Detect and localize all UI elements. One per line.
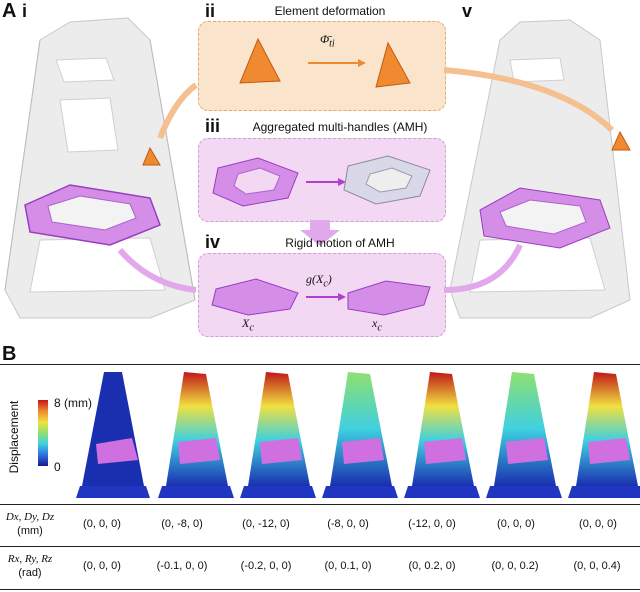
translation-value: (-8, 0, 0) (327, 518, 369, 530)
flow-arrows (117, 67, 615, 293)
element-deformation-box (198, 21, 446, 111)
rigid-motion-title: Rigid motion of AMH (285, 236, 395, 250)
table-rule-top (0, 364, 640, 365)
table-rule-1 (0, 504, 640, 505)
panel-a-i-label: i (22, 1, 28, 21)
g-map-label: g(Xc) (306, 272, 332, 289)
panel-a-iv-label: iv (205, 232, 221, 252)
row-rotation-label: Rx, Ry, Rz (rad) (0, 552, 60, 580)
tower-thumb-7 (568, 372, 640, 498)
tower-thumb-6 (486, 372, 562, 498)
amh-title: Aggregated multi-handles (AMH) (252, 120, 428, 134)
displacement-colorbar (38, 400, 48, 466)
translation-value: (0, 0, 0) (497, 518, 535, 530)
row-translation-symbols: Dx, Dy, Dz (5, 511, 55, 523)
Xc-sub: c (249, 322, 254, 334)
translation-value: (0, 0, 0) (83, 518, 121, 530)
rotation-value: (-0.1, 0, 0) (156, 560, 208, 572)
phi-map-label: Φ̄ti (320, 32, 335, 49)
tower-thumb-4 (322, 372, 398, 498)
phi-subscript: ti (329, 38, 335, 50)
rotation-value: (0, 0.1, 0) (324, 560, 372, 572)
translation-value: (0, -8, 0) (161, 518, 203, 530)
rotation-value: (0, 0, 0.4) (573, 560, 621, 572)
deformed-tower-figure (449, 19, 631, 319)
element-deformation-diagram (239, 37, 411, 88)
row-rotation-unit: (rad) (18, 567, 42, 579)
g-map-text: g(X (306, 272, 324, 286)
tower-thumb-5 (404, 372, 480, 498)
colorbar-max: 8 (54, 396, 61, 410)
undeformed-tower-figure (4, 17, 196, 319)
amh-diagram (212, 155, 431, 207)
xc-text: x (372, 316, 378, 330)
row-rotation-symbols: Rx, Ry, Rz (7, 553, 53, 565)
row-translation-unit: (mm) (17, 525, 43, 537)
translation-value: (-12, 0, 0) (408, 518, 456, 530)
colorbar-max-label: 8 (mm) (54, 396, 92, 410)
colorbar-unit: (mm) (64, 396, 93, 410)
rotation-value: (0, 0, 0.2) (491, 560, 539, 572)
tower-thumb-2 (158, 372, 234, 498)
xc-label: xc (372, 316, 382, 333)
xc-sub: c (377, 322, 382, 334)
rotation-value: (0, 0.2, 0) (408, 560, 456, 572)
displacement-results-figure (76, 372, 640, 498)
down-arrow (300, 220, 340, 246)
row-translation-label: Dx, Dy, Dz (mm) (0, 510, 60, 538)
tower-thumb-3 (240, 372, 316, 498)
rotation-value: (-0.2, 0, 0) (240, 560, 292, 572)
phi-symbol: Φ̄ (320, 32, 330, 46)
panel-a-letter: A (2, 0, 17, 22)
Xc-label: Xc (242, 316, 254, 333)
table-rule-bottom (0, 589, 640, 590)
panel-a-iii-label: iii (205, 116, 221, 136)
colorbar-min-label: 0 (54, 460, 61, 474)
colorbar-title: Displacement (7, 400, 21, 474)
panel-b-letter: B (2, 343, 17, 365)
translation-value: (0, -12, 0) (242, 518, 290, 530)
g-map-close: ) (327, 272, 332, 286)
translation-value: (0, 0, 0) (579, 518, 617, 530)
rotation-value: (0, 0, 0) (83, 560, 121, 572)
panel-a-ii-label: ii (205, 1, 216, 21)
Xc-text: X (242, 316, 250, 330)
rigid-motion-diagram (211, 278, 431, 316)
tower-thumb-1 (76, 372, 150, 498)
g-map-sub: c (323, 278, 328, 290)
panel-a-v-label: v (462, 1, 473, 21)
element-deformation-title: Element deformation (274, 4, 386, 18)
table-rule-2 (0, 546, 640, 547)
